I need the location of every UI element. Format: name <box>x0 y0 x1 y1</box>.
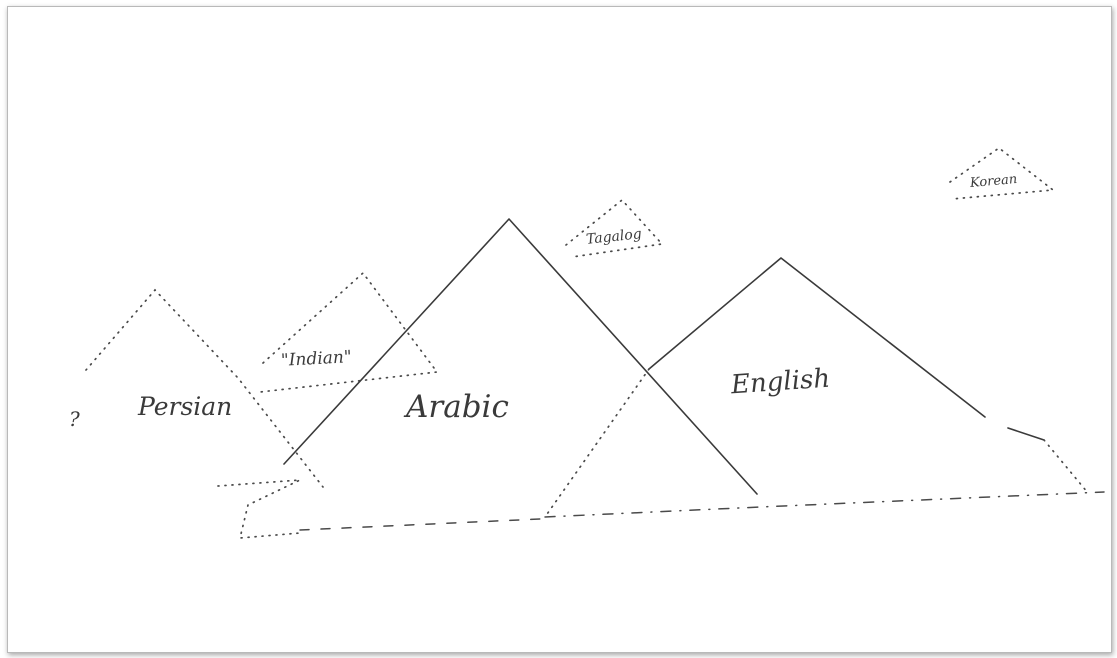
ground-line-far <box>545 492 1104 517</box>
label-question: ? <box>69 409 80 429</box>
ground-line <box>300 519 540 530</box>
label-indian: "Indian" <box>281 349 353 370</box>
english-hidden-edge <box>545 369 649 517</box>
persian-pyramid <box>86 290 323 487</box>
label-korean: Korean <box>970 173 1018 190</box>
indian-pyramid <box>260 273 437 392</box>
hidden-base-left <box>218 480 300 538</box>
english-pyramid-tail <box>1008 428 1044 440</box>
label-arabic: Arabic <box>406 392 509 423</box>
label-persian: Persian <box>138 394 232 419</box>
english-right-edge <box>1044 440 1088 493</box>
label-english: English <box>730 366 831 399</box>
arabic-pyramid <box>284 219 757 494</box>
